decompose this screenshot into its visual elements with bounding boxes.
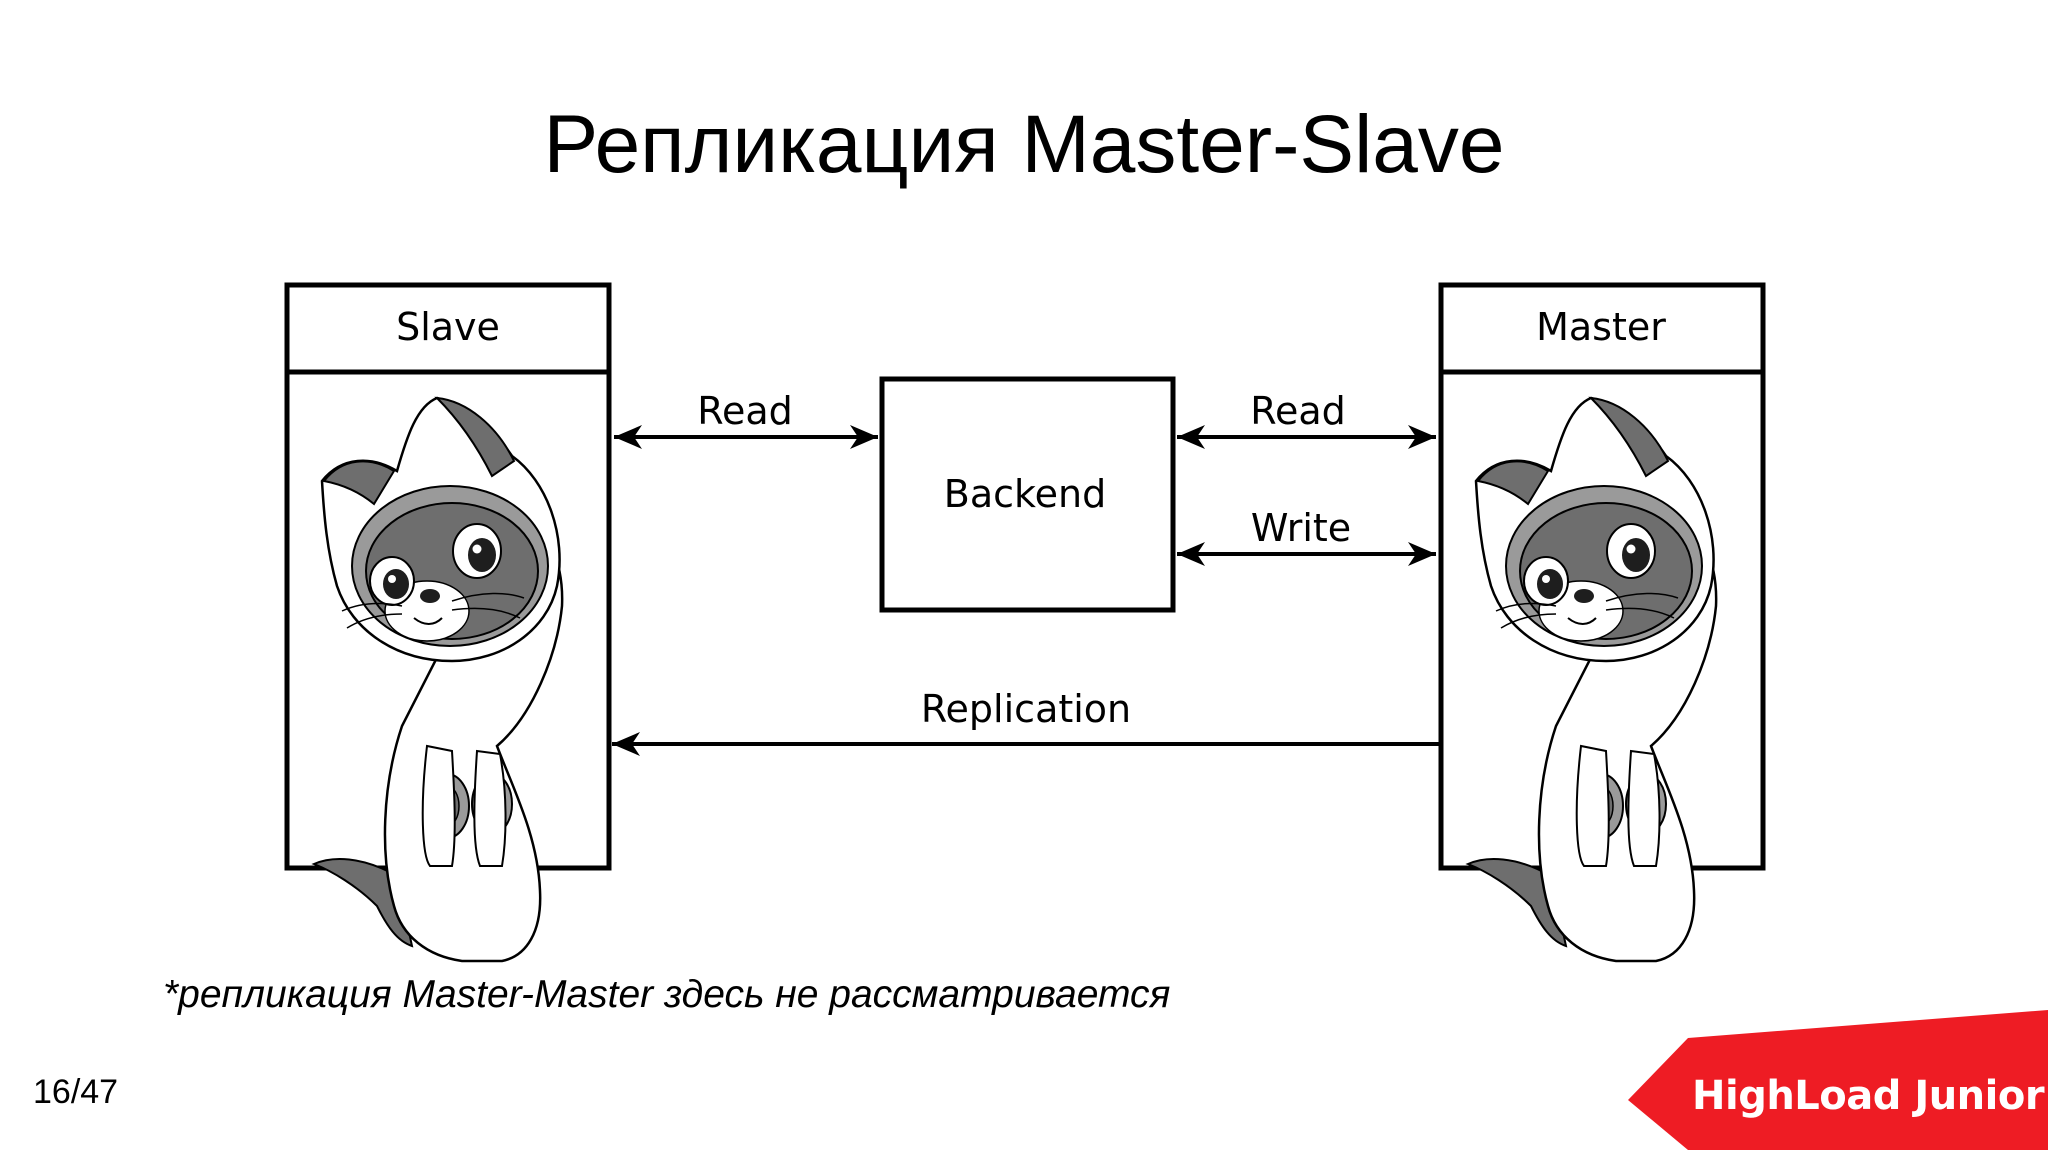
backend-node: Backend [879, 376, 1176, 613]
backend-label: Backend [944, 472, 1106, 516]
master-node: Master [1438, 282, 1766, 963]
connection-backend-master-write: Write [1177, 506, 1436, 566]
connection-slave-backend-read: Read [614, 389, 878, 449]
brand-logo-text: HighLoad Junior [1692, 1073, 2045, 1119]
connection-backend-master-read: Read [1177, 389, 1436, 449]
slide-title: Репликация Master-Slave [543, 99, 1505, 190]
footnote: *репликация Master-Master здесь не рассм… [163, 973, 1171, 1016]
label-replication: Replication [921, 687, 1131, 731]
backend-box [879, 376, 1176, 613]
master-label: Master [1536, 305, 1666, 349]
connection-master-slave-replication: Replication [612, 687, 1441, 756]
brand-banner: HighLoad Junior [1628, 1010, 2048, 1150]
slave-node: Slave [284, 282, 612, 963]
kitten-illustration-slave [312, 396, 564, 963]
brand-banner-shape [1628, 1010, 2048, 1150]
page-number: 16/47 [33, 1073, 119, 1111]
label-slave-backend-read: Read [697, 389, 792, 433]
kitten-illustration-master [1466, 396, 1718, 963]
label-backend-master-write: Write [1251, 506, 1351, 550]
slave-label: Slave [396, 305, 500, 349]
label-backend-master-read: Read [1250, 389, 1345, 433]
